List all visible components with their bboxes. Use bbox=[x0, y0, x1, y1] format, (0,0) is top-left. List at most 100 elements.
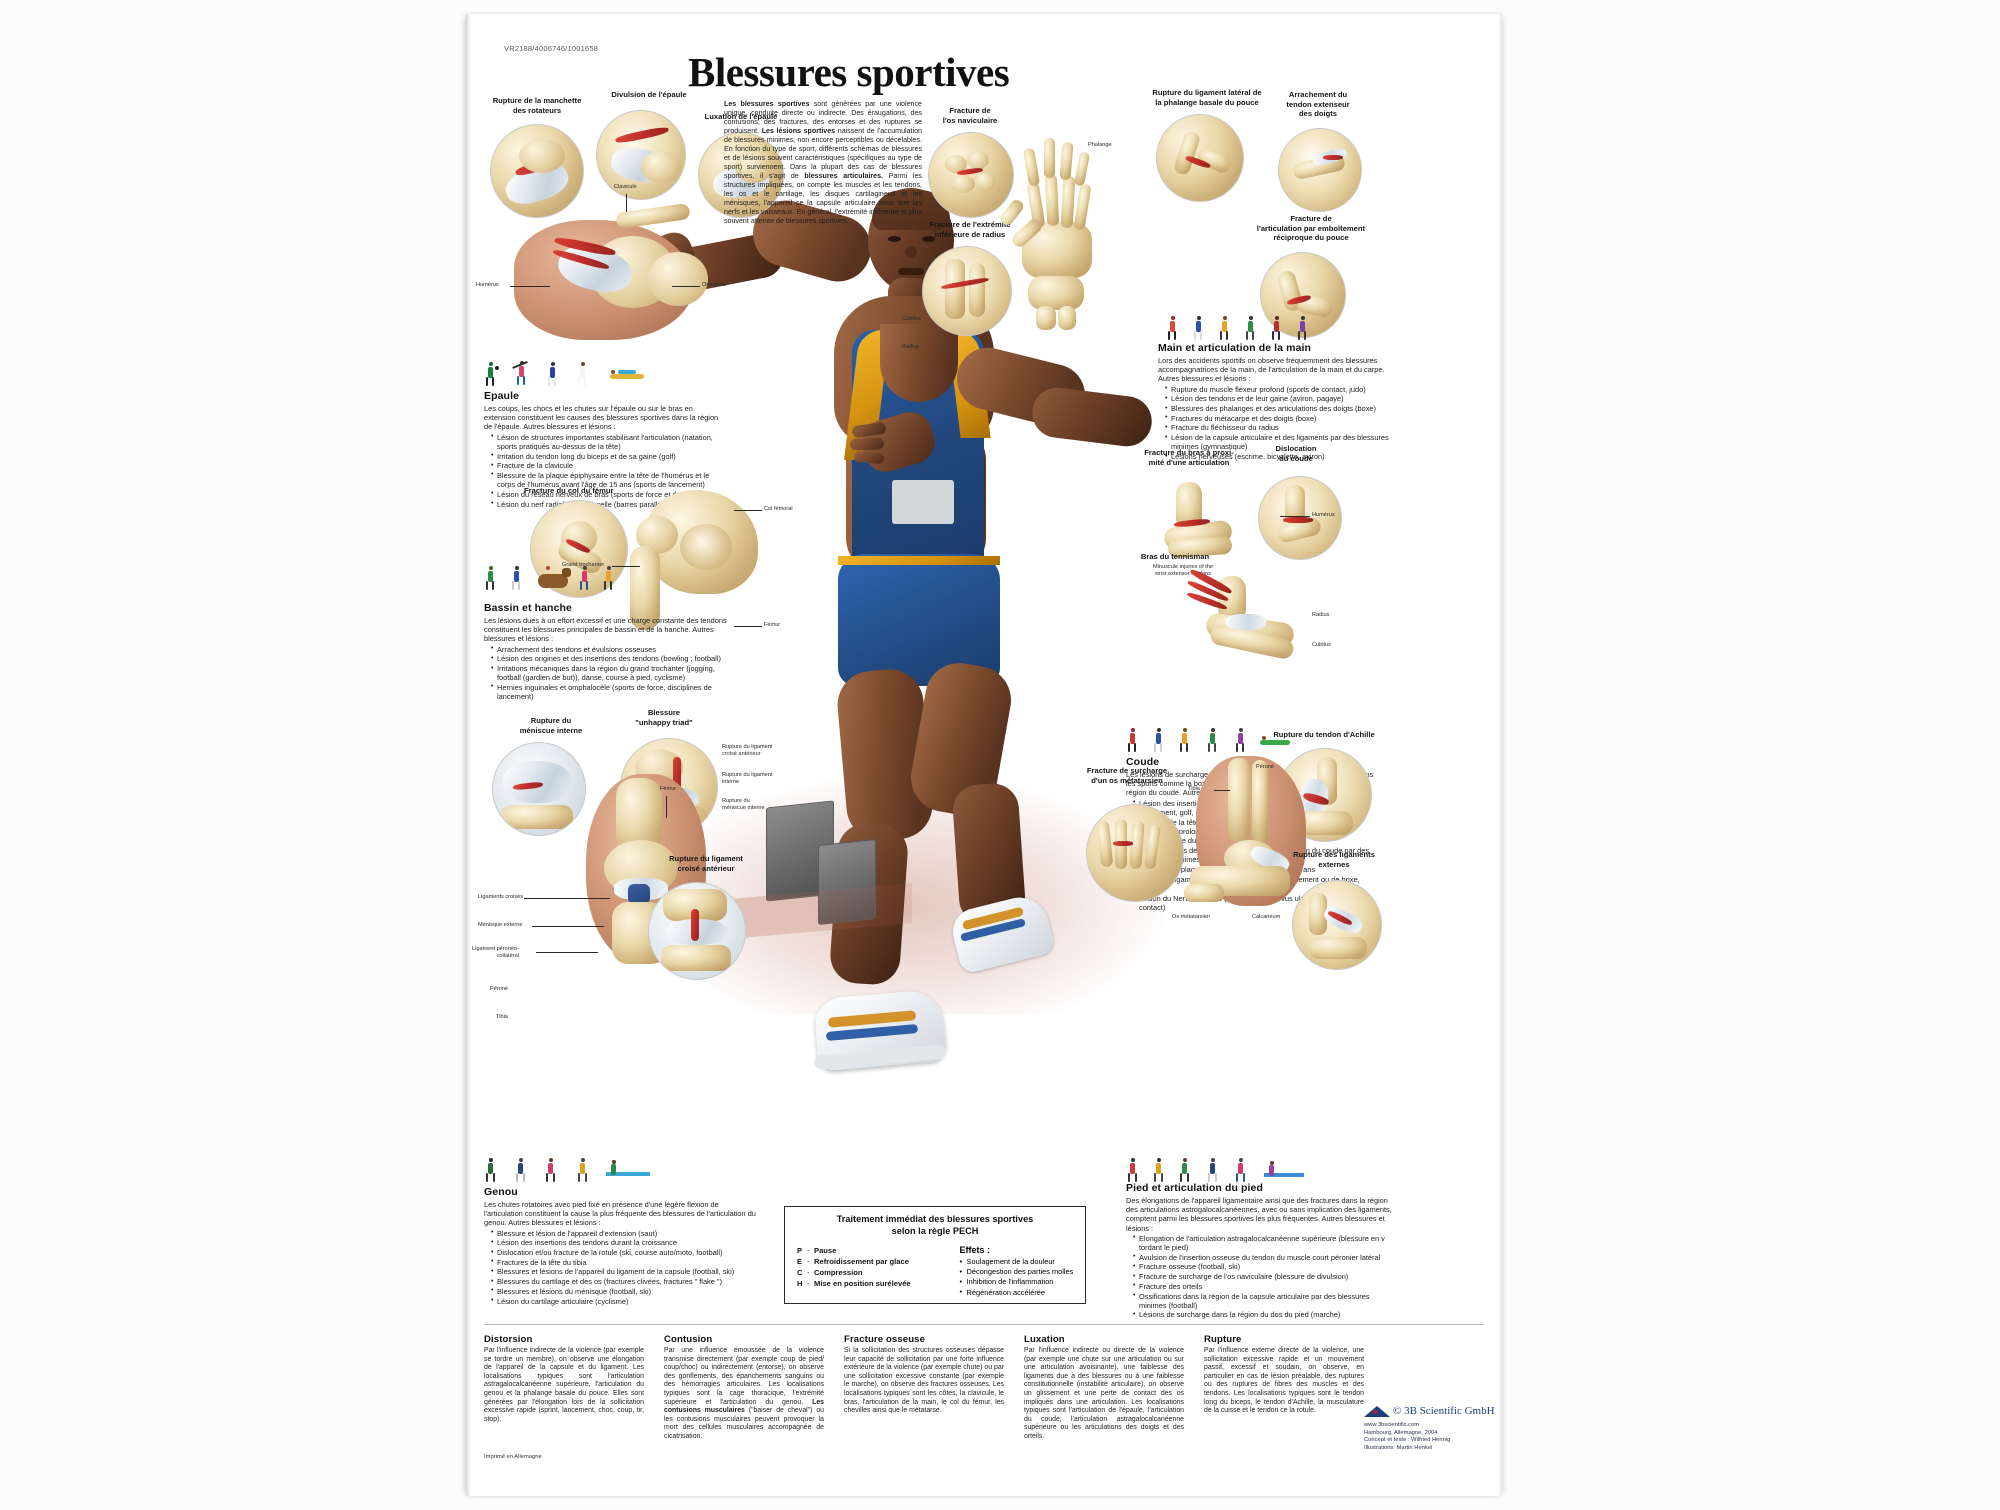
pictogram-strip-elbow bbox=[1126, 726, 1296, 754]
callout-rupture-ligament-croise: Rupture du ligament croisé antérieur bbox=[669, 854, 743, 873]
callout-rupture-ligament-pouce: Rupture du ligament latéral de la phalan… bbox=[1152, 88, 1262, 107]
footer-concept: Concept et texte : Wilfried Hennig bbox=[1364, 1437, 1451, 1444]
pech-treatment-box: Traitement immédiat des blessures sporti… bbox=[784, 1206, 1086, 1304]
list-item: Fractures de la tête du tibia bbox=[491, 1257, 756, 1267]
pictogram-strip-hip bbox=[484, 562, 624, 596]
intro-text-3: Parmi les structures impliquées, on comp… bbox=[724, 172, 922, 225]
list-item: Blessures des phalanges et des articulat… bbox=[1165, 404, 1400, 414]
list-item: Blessure de la plaque épiphysaire entre … bbox=[491, 470, 722, 489]
elbow-main-illustration bbox=[1152, 480, 1258, 564]
label-perone-ankle: Péroné bbox=[1256, 764, 1275, 770]
definition-luxation: Luxation Par l'influence indirecte ou di… bbox=[1024, 1334, 1184, 1442]
list-item: Irritation du tendon long du biceps et d… bbox=[491, 451, 722, 461]
intro-bold-3: blessures articulaires. bbox=[804, 172, 884, 180]
definition-text: Par l'influence indirecte de la violence… bbox=[484, 1347, 644, 1423]
section-bassin-heading: Bassin et hanche bbox=[484, 602, 572, 614]
radius-fracture-inset bbox=[922, 246, 1012, 336]
intro-text-1: sont générées par une violence unique, c… bbox=[724, 100, 922, 135]
brand-logo: 3B © 3B Scientific GmbH bbox=[1364, 1404, 1495, 1417]
shorts-waistband bbox=[838, 556, 1000, 565]
mouth bbox=[898, 268, 924, 275]
list-item: Blessures du cartilage et des os (fractu… bbox=[491, 1277, 756, 1287]
shoulder-divulsion-inset bbox=[596, 110, 686, 200]
pech-row: P-Pause bbox=[797, 1246, 837, 1255]
label-clavicule: Clavicule bbox=[614, 184, 637, 190]
hip-main-illustration bbox=[614, 484, 770, 636]
list-item: Dislocation et/ou fracture de la rotule … bbox=[491, 1248, 756, 1258]
pictogram-strip-knee bbox=[484, 1154, 684, 1184]
definition-heading: Contusion bbox=[664, 1334, 713, 1345]
label-ligaments-croises: Ligaments croisés bbox=[478, 894, 524, 900]
definition-heading: Distorsion bbox=[484, 1334, 533, 1345]
metatarsal-inset bbox=[1086, 804, 1184, 902]
catalog-number: VR2188/4006746/1001658 bbox=[504, 44, 599, 53]
label-radius-2: Radius bbox=[1312, 612, 1330, 618]
pech-key: C bbox=[797, 1268, 803, 1277]
poster-sheet: VR2188/4006746/1001658 Blessures sportiv… bbox=[466, 14, 1502, 1496]
definition-rupture: Rupture Par l'influence externe directe … bbox=[1204, 1334, 1364, 1416]
list-item: Lésion des insertions des tendons durant… bbox=[491, 1238, 756, 1248]
list-item: Lésions de surcharge dans la région du d… bbox=[1133, 1310, 1394, 1320]
section-bassin-intro: Les lésions dues à un effort excessif et… bbox=[484, 616, 727, 644]
callout-fracture-radius: Fracture de l'extrémité inférieure de ra… bbox=[929, 220, 1011, 239]
acl-rupture-inset bbox=[648, 882, 746, 980]
pech-key: H bbox=[797, 1279, 803, 1288]
footer-website[interactable]: www.3bscientific.com bbox=[1364, 1422, 1420, 1428]
section-coude-heading: Coude bbox=[1126, 756, 1160, 768]
label-femur: Fémur bbox=[764, 622, 781, 628]
bottom-divider bbox=[484, 1324, 1484, 1325]
nose bbox=[905, 246, 917, 258]
label-col-femoral: Col fémoral bbox=[764, 506, 793, 512]
callout-luxation-epaule: Luxation de l'épaule bbox=[704, 112, 778, 121]
definition-distorsion: Distorsion Par l'influence indirecte de … bbox=[484, 1334, 644, 1424]
callout-rupture-manchette: Rupture de la manchette des rotateurs bbox=[492, 96, 582, 115]
callout-fracture-col-femur: Fracture du col du fémur bbox=[524, 486, 614, 495]
label-tibia-ankle: Tibia bbox=[1188, 786, 1200, 792]
section-epaule: Epaule Les coups, les chocs et les chute… bbox=[484, 390, 722, 509]
pech-label: Compression bbox=[814, 1268, 863, 1277]
section-epaule-heading: Epaule bbox=[484, 390, 520, 402]
list-item: Fracture du fléchisseur du radius bbox=[1165, 423, 1400, 433]
pech-effects-heading: Effets : bbox=[959, 1245, 991, 1255]
logo-copyright-text: © 3B Scientific GmbH bbox=[1393, 1404, 1495, 1417]
list-item: Fractures du métacarpe et des doigts (bo… bbox=[1165, 413, 1400, 423]
definition-text-2: ("baiser de cheval") ou les contusions m… bbox=[664, 1407, 824, 1440]
section-main-heading: Main et articulation de la main bbox=[1158, 342, 1312, 354]
list-item: Arrachement des tendons et évulsions oss… bbox=[491, 644, 732, 654]
callout-rupture-tendon-achille: Rupture du tendon d'Achille bbox=[1273, 730, 1375, 739]
right-finger-2 bbox=[849, 437, 885, 451]
label-triad-1: Rupture du ligament croisé antérieur bbox=[722, 744, 773, 757]
label-tibia: Tibia bbox=[496, 1014, 508, 1020]
shoulder-luxation-inset bbox=[698, 132, 784, 218]
pech-effect-item: Décongestion des parties molles bbox=[960, 1267, 1075, 1277]
singlet-neckline bbox=[880, 324, 958, 402]
label-cubitus-2: Cubitus bbox=[1312, 642, 1331, 648]
footer-info: www.3bscientific.com Hambourg, Allemagne… bbox=[1364, 1422, 1450, 1452]
callout-fracture-emboitement: Fracture de l'articulation par emboîteme… bbox=[1256, 214, 1366, 242]
menisque-inset bbox=[492, 742, 586, 836]
pech-effect-item: Inhibition de l'inflammation bbox=[960, 1277, 1075, 1287]
section-epaule-intro: Les coups, les chocs et les chutes sur l… bbox=[484, 404, 719, 432]
thumb-ligament-inset bbox=[1156, 114, 1244, 202]
naviculaire-inset bbox=[928, 132, 1014, 218]
callout-arrachement-tendon: Arrachement du tendon extenseur des doig… bbox=[1286, 90, 1350, 118]
hand-skeleton-illustration bbox=[998, 130, 1144, 330]
label-humerus: Humérus bbox=[476, 282, 499, 288]
pech-key: E bbox=[797, 1257, 803, 1266]
callout-bras-tennisman: Bras du tennisman bbox=[1140, 552, 1210, 561]
section-pied-heading: Pied et articulation du pied bbox=[1126, 1182, 1263, 1194]
section-epaule-list: Lésion de structures importantes stabili… bbox=[484, 432, 722, 509]
callout-unhappy-triad: Blessure "unhappy triad" bbox=[635, 708, 693, 727]
list-item: Lésions nerveuses (escrime, bicyclette, … bbox=[1165, 452, 1400, 462]
callout-fracture-bras: Fracture du bras à proxi- mité d'une art… bbox=[1144, 448, 1234, 467]
definition-contusion: Contusion Par une influence émoussée de … bbox=[664, 1334, 824, 1442]
list-item: Lésion du cartilage articulaire (cyclism… bbox=[491, 1296, 756, 1306]
pech-row: C-Compression bbox=[797, 1268, 863, 1277]
list-item: Lésion des origines et des insertions de… bbox=[491, 654, 732, 664]
right-forearm bbox=[1029, 384, 1155, 450]
definition-bold-run: Les contusions musculaires bbox=[664, 1398, 824, 1415]
label-radius: Radius bbox=[902, 344, 920, 350]
shoulder-main-illustration bbox=[506, 190, 756, 350]
label-triad-2: Rupture du ligament interne bbox=[722, 772, 773, 785]
section-bassin: Bassin et hanche Les lésions dues à un e… bbox=[484, 602, 732, 702]
